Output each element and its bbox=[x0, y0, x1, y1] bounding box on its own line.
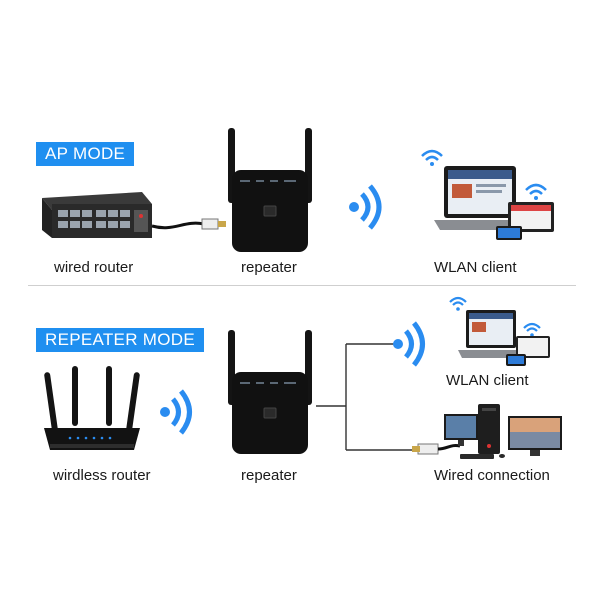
ap-mode-badge: AP MODE bbox=[36, 142, 135, 166]
wlan-client-devices bbox=[421, 149, 554, 240]
wired-router-caption: wired router bbox=[54, 259, 134, 276]
wired-connection-caption: Wired connection bbox=[434, 467, 550, 484]
wireless-router-caption: wirdless router bbox=[53, 467, 151, 484]
wlan-client-caption-ap: WLAN client bbox=[434, 259, 517, 276]
wired-router-illustration bbox=[42, 192, 226, 238]
repeater-mode-badge: REPEATER MODE bbox=[36, 328, 204, 352]
repeater-caption-ap: repeater bbox=[241, 259, 297, 276]
wifi-signal-icon-left bbox=[160, 389, 192, 435]
section-divider bbox=[28, 285, 576, 286]
wlan-client-caption-repeater-mode: WLAN client bbox=[446, 372, 529, 389]
repeater-illustration-bottom bbox=[228, 330, 312, 454]
connection-lines bbox=[316, 343, 424, 451]
repeater-caption-repeater-mode: repeater bbox=[241, 467, 297, 484]
wifi-signal-icon bbox=[349, 184, 382, 230]
repeater-illustration bbox=[228, 128, 312, 252]
wifi-signal-icon-right bbox=[393, 321, 425, 367]
wlan-client-devices-bottom bbox=[449, 296, 550, 366]
wireless-router-illustration bbox=[44, 366, 140, 450]
wired-connection-devices bbox=[412, 404, 562, 459]
